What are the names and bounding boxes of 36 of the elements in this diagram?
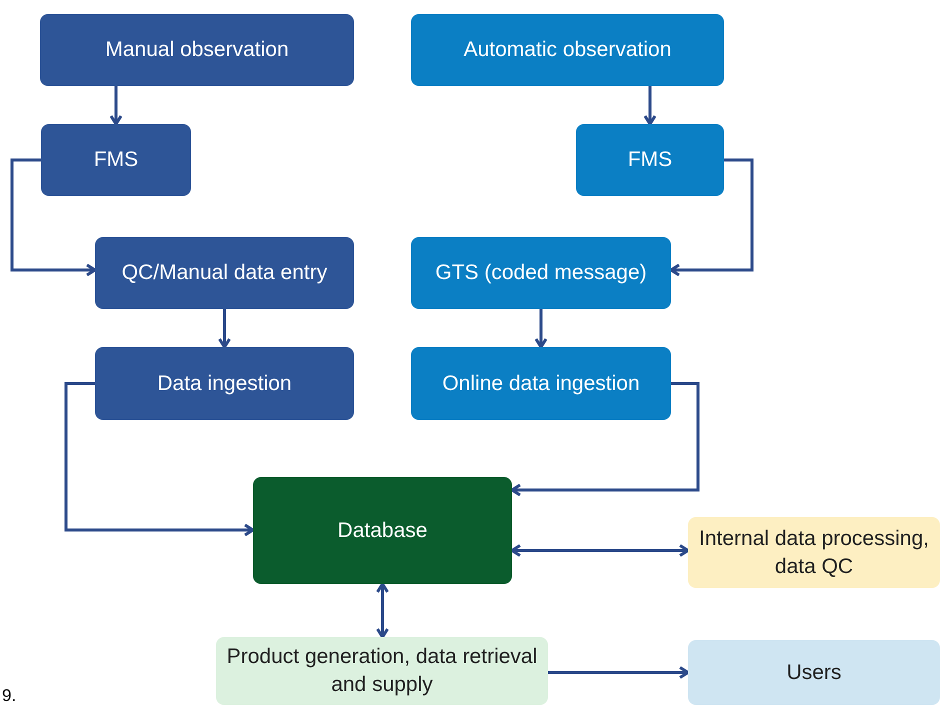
process-box <box>411 347 671 420</box>
arrow <box>376 582 389 638</box>
arrow <box>548 666 690 679</box>
process-box <box>216 637 548 705</box>
node-label: QC/Manual data entry <box>122 260 328 286</box>
process-box <box>688 640 940 705</box>
arrow <box>534 309 548 348</box>
node-label: GTS (coded message) <box>435 260 647 286</box>
process-box <box>411 14 724 86</box>
arrow <box>510 544 690 557</box>
process-box <box>576 124 724 196</box>
arrow <box>644 86 656 126</box>
database-box <box>253 477 512 584</box>
process-box <box>95 347 354 420</box>
node-label: Database <box>338 518 428 544</box>
node-label: Data ingestion <box>157 370 292 396</box>
node-label: Users <box>786 660 842 686</box>
arrow <box>10 158 96 276</box>
node-label: Automatic observation <box>464 37 672 63</box>
node-label: Product generation, data retrieval and supply <box>226 644 538 698</box>
arrow <box>670 158 754 276</box>
node-label: Online data ingestion <box>442 370 640 396</box>
node-label: Internal data processing, data QC <box>698 526 930 580</box>
arrow <box>64 382 254 536</box>
process-box <box>41 124 191 196</box>
process-box <box>411 237 671 309</box>
figure-number: 9. <box>2 686 16 706</box>
process-box <box>40 14 354 86</box>
node-label: FMS <box>94 147 138 173</box>
arrow <box>110 86 122 126</box>
process-box <box>688 517 940 588</box>
node-label: FMS <box>628 147 672 173</box>
node-label: Manual observation <box>105 37 289 63</box>
process-box <box>95 237 354 309</box>
arrow <box>510 382 700 496</box>
arrow <box>218 309 231 348</box>
